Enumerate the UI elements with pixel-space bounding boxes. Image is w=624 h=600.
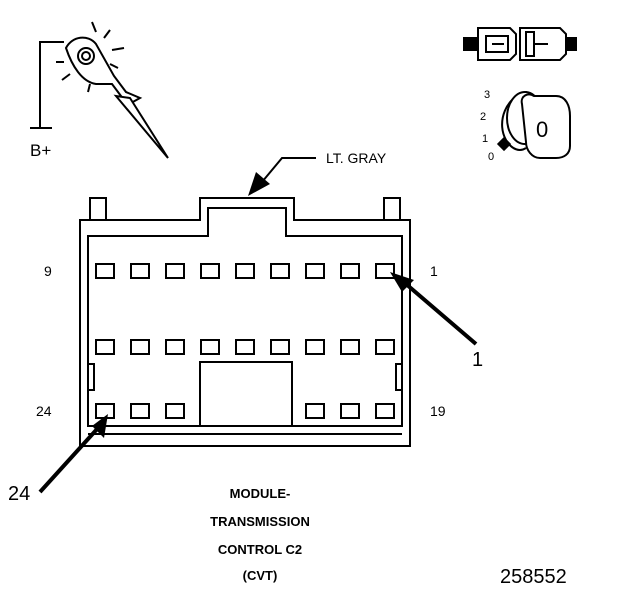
pin-cavity-r1-c9 bbox=[375, 263, 395, 279]
pin-cavity-r2-c8 bbox=[340, 339, 360, 355]
key-position-1: 1 bbox=[482, 133, 488, 145]
test-probe-icon bbox=[30, 21, 169, 159]
pin-cavity-r2-c5 bbox=[235, 339, 255, 355]
pin-cavity-r1-c8 bbox=[340, 263, 360, 279]
pin-cavity-r3-c3 bbox=[165, 403, 185, 419]
row3-left-label: 24 bbox=[36, 403, 52, 419]
pin-cavity-r1-c7 bbox=[305, 263, 325, 279]
pin-cavity-r1-c1 bbox=[95, 263, 115, 279]
pin-cavity-r2-c3 bbox=[165, 339, 185, 355]
row1-left-label: 9 bbox=[44, 263, 52, 279]
connector-body bbox=[79, 197, 411, 447]
pin-cavity-r1-c2 bbox=[130, 263, 150, 279]
pin-cavity-r3-c2 bbox=[130, 403, 150, 419]
pin-cavity-r3-c5 bbox=[340, 403, 360, 419]
key-label: 0 bbox=[536, 117, 548, 142]
pin-cavity-r3-c6 bbox=[375, 403, 395, 419]
pin-cavity-r2-c2 bbox=[130, 339, 150, 355]
pin-cavity-group bbox=[95, 263, 395, 419]
pin-cavity-r1-c5 bbox=[235, 263, 255, 279]
pin-cavity-r1-c4 bbox=[200, 263, 220, 279]
ignition-key-icon bbox=[496, 91, 571, 159]
key-position-2: 2 bbox=[480, 111, 486, 123]
pin-cavity-r1-c3 bbox=[165, 263, 185, 279]
wire-color-arrowhead bbox=[248, 172, 270, 196]
pin-cavity-r2-c9 bbox=[375, 339, 395, 355]
caption-line-2: TRANSMISSION bbox=[210, 514, 310, 529]
power-label: B+ bbox=[30, 141, 51, 160]
pin-1-callout-arrow bbox=[390, 272, 478, 346]
caption-line-3: CONTROL C2 bbox=[217, 542, 303, 557]
pin-24-callout-label: 24 bbox=[8, 483, 30, 505]
row3-right-label: 19 bbox=[430, 403, 446, 419]
pin-cavity-r3-c1 bbox=[95, 403, 115, 419]
pin-1-callout-label: 1 bbox=[472, 349, 483, 371]
wire-color-leader bbox=[261, 157, 316, 183]
pin-cavity-r3-c4 bbox=[305, 403, 325, 419]
figure-number: 258552 bbox=[500, 566, 567, 588]
pin-cavity-r2-c6 bbox=[270, 339, 290, 355]
pin-24-callout-arrow bbox=[38, 414, 108, 494]
caption-line-4: (CVT) bbox=[242, 568, 278, 583]
caption-line-1: MODULE- bbox=[229, 486, 291, 501]
pin-cavity-r2-c7 bbox=[305, 339, 325, 355]
pin-cavity-r2-c4 bbox=[200, 339, 220, 355]
connector-plug-icon bbox=[463, 27, 577, 61]
key-position-3: 3 bbox=[484, 89, 490, 101]
row1-right-label: 1 bbox=[430, 263, 438, 279]
wire-color-label: LT. GRAY bbox=[326, 150, 387, 166]
pin-cavity-r2-c1 bbox=[95, 339, 115, 355]
key-position-0: 0 bbox=[488, 151, 494, 163]
pin-cavity-r1-c6 bbox=[270, 263, 290, 279]
